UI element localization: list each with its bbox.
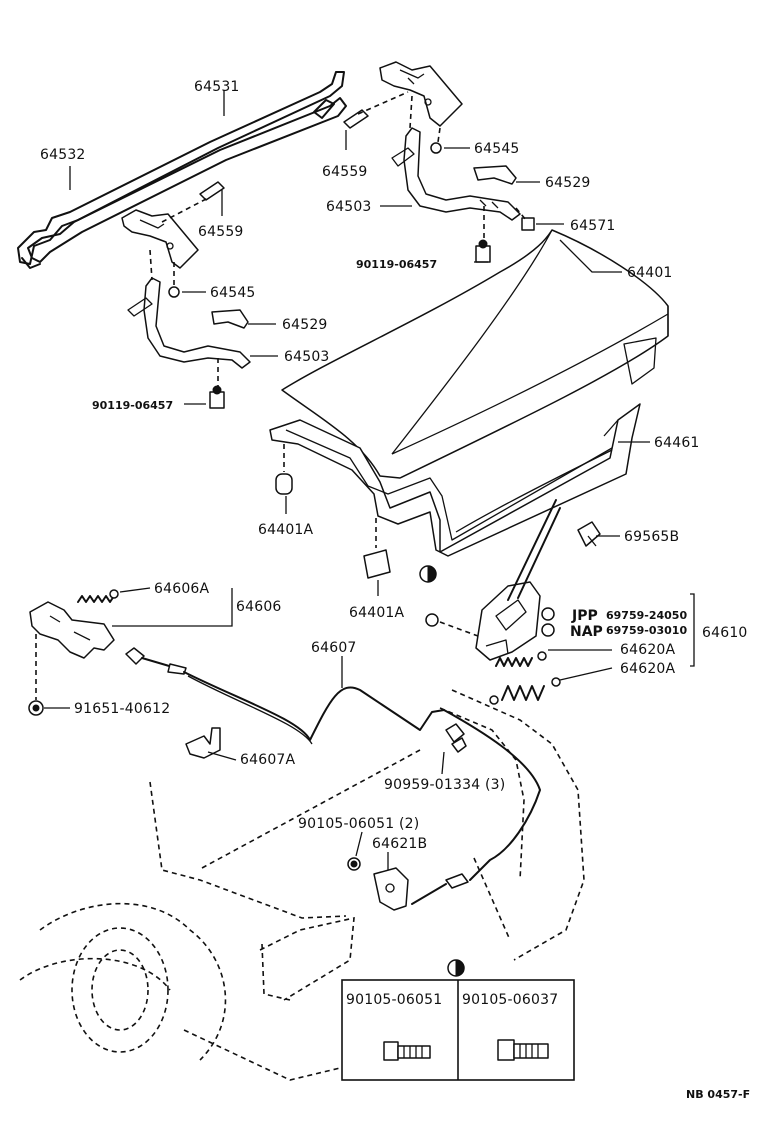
label-64529-top: 64529 [545,175,591,191]
label-nap-prefix: NAP [570,624,603,640]
release-lever-64621B [347,857,409,911]
label-64559-top: 64559 [322,164,368,180]
label-64529-left: 64529 [282,317,328,333]
label-64401: 64401 [627,265,673,281]
hinge-bracket-right [379,61,463,127]
label-90959: 90959-01334 (3) [384,777,505,793]
cable-clip-64607A [185,727,221,759]
label-64559-left: 64559 [198,224,244,240]
label-90119-left: 90119-06457 [92,399,173,412]
dashed-guides-right [357,91,527,238]
label-64607A: 64607A [240,752,296,768]
leader-lines [44,90,695,870]
torsion-bars-64531-64532 [17,71,347,269]
trunk-lid-64401 [281,229,669,479]
stopper-64401A-upper [275,444,293,495]
label-64610: 64610 [702,625,748,641]
label-jpp-prefix: JPP [571,608,598,624]
label-64503-top: 64503 [326,199,372,215]
bolt-90105-06037 [497,1039,549,1061]
part-number-labels: 64531 64532 64559 64545 64529 64503 6457… [40,79,750,1101]
label-64532: 64532 [40,147,86,163]
release-cable-64607 [125,647,541,905]
label-64620A-lower: 64620A [620,661,676,677]
label-box-90105-06037: 90105-06037 [462,992,558,1008]
label-91651: 91651-40612 [74,701,170,717]
cable-clamps-90959 [445,723,467,753]
stopper-64401A-lower [363,518,391,579]
hinge-plate-left-64529 [211,309,249,329]
label-69565B: 69565B [624,529,679,545]
label-64503-left: 64503 [284,349,330,365]
label-64607: 64607 [311,640,357,656]
hinge-arm-right-64503 [391,127,521,221]
label-64606A: 64606A [154,581,210,597]
bolts-left [168,181,225,409]
latch-assembly-64606 [28,589,119,716]
page-code: NB 0457-F [686,1088,750,1101]
spring-64620A-upper [495,651,547,667]
label-64461: 64461 [654,435,700,451]
spring-64620A-lower [489,677,561,705]
label-64545-top: 64545 [474,141,520,157]
hinge-plate-right-64529 [473,165,517,185]
label-64606: 64606 [236,599,282,615]
label-64531: 64531 [194,79,240,95]
lock-assembly-64610 [419,499,601,661]
label-64401A-upper: 64401A [258,522,314,538]
label-nap-number: 69759-03010 [606,624,687,637]
label-64545-left: 64545 [210,285,256,301]
label-90105-qty: 90105-06051 (2) [298,816,419,832]
label-64620A-upper: 64620A [620,642,676,658]
label-64571: 64571 [570,218,616,234]
dashed-guides-left [149,197,219,386]
bolt-90105-06051 [383,1041,431,1061]
hinge-arm-left-64503 [127,277,251,369]
car-body-outline [19,689,585,1081]
bolts-right [343,109,535,263]
label-64401A-lower: 64401A [349,605,405,621]
label-jpp-number: 69759-24050 [606,609,687,622]
label-64621B: 64621B [372,836,427,852]
hinge-bracket-left [121,209,199,269]
label-box-90105-06051: 90105-06051 [346,992,442,1008]
label-90119-right: 90119-06457 [356,258,437,271]
bolt-inset-box [341,959,575,1081]
inner-panel-64461 [269,337,657,557]
